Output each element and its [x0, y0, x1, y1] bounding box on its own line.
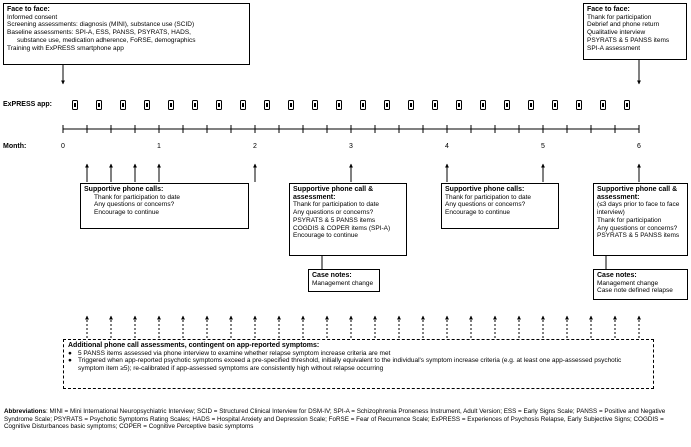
box-line: (≤3 days prior to face to face interview… — [597, 201, 680, 217]
box-line: Any questions or concerns? — [445, 201, 526, 209]
month-tick-label: 3 — [349, 143, 353, 150]
box-line: Screening assessments: diagnosis (MINI),… — [7, 21, 195, 29]
box-line: Training with ExPRESS smartphone app — [7, 44, 124, 52]
bullet-text: 5 PANSS items assessed via phone intervi… — [78, 349, 391, 357]
smartphone-icon — [384, 100, 390, 110]
smartphone-icon — [456, 100, 462, 110]
smartphone-icon — [120, 100, 126, 110]
smartphone-icon — [624, 100, 630, 110]
abbreviations-label: Abbreviations — [4, 408, 46, 415]
box-line: PSYRATS & 5 PANSS items — [587, 36, 670, 44]
month-tick-label: 6 — [637, 143, 641, 150]
smartphone-icon — [216, 100, 222, 110]
box-line: substance use, medication adherence, FoR… — [17, 36, 196, 44]
box-line: Thank for participation to date — [293, 201, 379, 209]
abbreviations-footnote: Abbreviations: MINI = Mini International… — [4, 408, 687, 431]
smartphone-icon — [552, 100, 558, 110]
box-title: Supportive phone call & assessment: — [597, 186, 678, 201]
box-line: Qualitative interview — [587, 29, 646, 37]
bullet-dot: ● — [68, 349, 72, 357]
phone-call-arrows — [85, 163, 641, 182]
smartphone-icon — [480, 100, 486, 110]
case-notes-box-month-6: Case notes: Management change Case note … — [593, 269, 688, 300]
box-line: Informed consent — [7, 13, 58, 21]
box-title: Supportive phone calls: — [84, 186, 164, 193]
box-line: Thank for participation to date — [445, 193, 531, 201]
box-line: Any questions or concerns? — [597, 224, 678, 232]
box-line: Thank for participation — [587, 13, 652, 21]
month-tick-label: 5 — [541, 143, 545, 150]
box-title: Case notes: — [312, 272, 352, 279]
smartphone-icon — [96, 100, 102, 110]
bullet-dot: ● — [68, 357, 72, 365]
month-tick-label: 0 — [61, 143, 65, 150]
additional-call-arrows — [85, 315, 641, 338]
app-label: ExPRESS app: — [3, 101, 53, 108]
smartphone-icon — [72, 100, 78, 110]
smartphone-icon — [168, 100, 174, 110]
box-line: COGDIS & COPER items (SPI-A) — [293, 224, 391, 232]
month-tick-label: 4 — [445, 143, 449, 150]
smartphone-icon — [504, 100, 510, 110]
additional-assessments-box: Additional phone call assessments, conti… — [63, 339, 654, 389]
smartphone-icon — [408, 100, 414, 110]
box-line: Management change — [597, 279, 659, 287]
box-title: Supportive phone calls: — [445, 186, 525, 193]
box-line: Case note defined relapse — [597, 287, 673, 295]
smartphone-icon — [528, 100, 534, 110]
box-line: Encourage to continue — [293, 232, 359, 240]
supportive-call-assessment-box-month-3: Supportive phone call & assessment: Than… — [289, 183, 407, 256]
box-line: PSYRATS & 5 PANSS items — [597, 232, 680, 240]
box-title: Additional phone call assessments, conti… — [68, 342, 320, 349]
month-label: Month: — [3, 143, 27, 150]
supportive-call-assessment-box-month-6: Supportive phone call & assessment: (≤3 … — [593, 183, 688, 256]
box-line: Thank for participation — [597, 216, 662, 224]
abbreviations-text: : MINI = Mini International Neuropsychia… — [4, 408, 666, 431]
month-tick-label: 2 — [253, 143, 257, 150]
smartphone-icon — [600, 100, 606, 110]
box-title: Case notes: — [597, 272, 637, 279]
bullet-text: Triggered when app-reported psychotic sy… — [78, 357, 622, 373]
timeline-ticks — [62, 125, 640, 133]
smartphone-icon — [192, 100, 198, 110]
box-title: Face to face: — [7, 6, 50, 13]
smartphone-icon — [336, 100, 342, 110]
box-line: PSYRATS & 5 PANSS items — [293, 216, 376, 224]
month-tick-label: 1 — [157, 143, 161, 150]
box-line: Management change — [312, 279, 374, 287]
box-line: SPI-A assessment — [587, 44, 641, 52]
smartphone-icon — [312, 100, 318, 110]
box-title: Face to face: — [587, 6, 630, 13]
case-notes-box-month-3: Case notes: Management change — [308, 269, 380, 292]
box-line: Encourage to continue — [445, 209, 511, 217]
smartphone-icon — [264, 100, 270, 110]
box-line: Baseline assessments: SPI-A, ESS, PANSS,… — [7, 29, 191, 37]
smartphone-icon — [144, 100, 150, 110]
face-to-face-baseline-box: Face to face: Informed consent Screening… — [3, 3, 250, 65]
smartphone-icon — [288, 100, 294, 110]
box-line: Encourage to continue — [94, 209, 160, 217]
box-line: Any questions or concerns? — [293, 209, 374, 217]
bullet-item: ● Triggered when app-reported psychotic … — [68, 357, 649, 372]
supportive-calls-box-month-1: Supportive phone calls: Thank for partic… — [80, 183, 249, 229]
face-to-face-final-box: Face to face: Thank for participation De… — [583, 3, 687, 60]
smartphone-icon — [360, 100, 366, 110]
bullet-item: ● 5 PANSS items assessed via phone inter… — [68, 350, 649, 358]
box-line: Any questions or concerns? — [94, 201, 175, 209]
smartphone-icon — [432, 100, 438, 110]
smartphone-icon — [576, 100, 582, 110]
smartphone-icon — [240, 100, 246, 110]
box-line: Thank for participation to date — [94, 193, 180, 201]
box-title: Supportive phone call & assessment: — [293, 186, 374, 201]
box-line: Debrief and phone return — [587, 21, 660, 29]
supportive-calls-box-month-4: Supportive phone calls: Thank for partic… — [441, 183, 559, 229]
